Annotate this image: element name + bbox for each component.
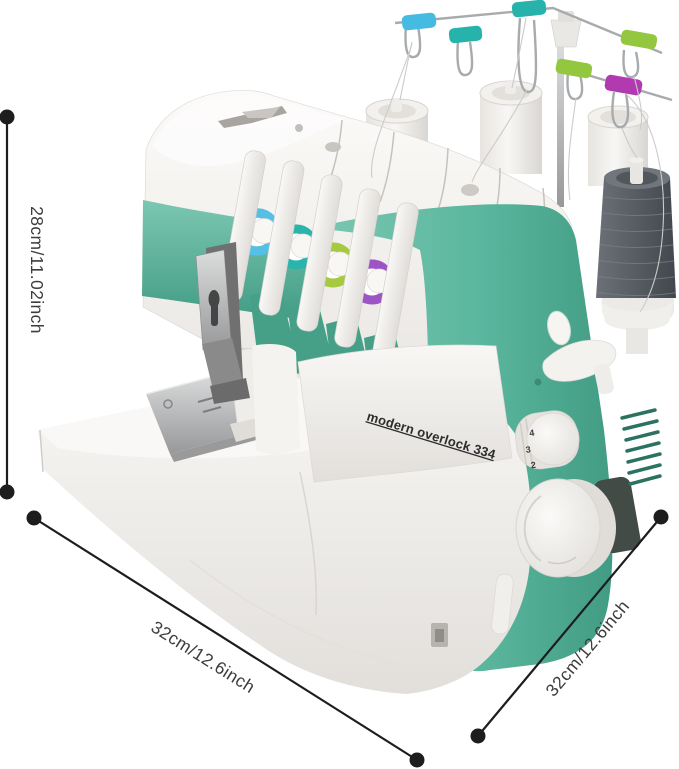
dimension-endpoint-dot <box>470 728 486 744</box>
vent-grille <box>620 408 662 486</box>
dimension-endpoint-dot <box>409 752 425 768</box>
looper-release-lever[interactable] <box>542 339 617 395</box>
dimension-endpoint-dot <box>26 510 42 526</box>
dimension-height: 28cm/11.02inch <box>0 109 47 500</box>
spool-middle <box>479 80 543 174</box>
handwheel[interactable] <box>515 478 616 578</box>
telescopic-pole <box>550 11 582 207</box>
stitch-dial-number-2: 2 <box>530 460 536 471</box>
power-connector <box>431 623 448 647</box>
dimension-endpoint-dot <box>653 509 669 525</box>
threads <box>370 17 665 313</box>
stitch-length-dial[interactable]: 4 3 2 <box>512 408 582 472</box>
thread-clip-green-1 <box>620 29 658 50</box>
front-cover-panel: modern overlock 334 <box>297 344 513 483</box>
thread-guide-hole <box>547 310 571 346</box>
stitch-finger-lever[interactable] <box>491 573 514 635</box>
spool-pin-hole-left <box>325 142 341 152</box>
dimension-endpoint-dot <box>0 484 15 500</box>
height-dimension-label: 28cm/11.02inch <box>27 206 47 334</box>
stitch-dial-number-3: 3 <box>525 444 531 455</box>
spool-pin-hole-right <box>461 184 479 196</box>
spool-holder-cup <box>600 298 674 331</box>
stitch-dial-number-4: 4 <box>529 428 535 439</box>
thread-cone <box>596 157 676 298</box>
thread-clip-green-2 <box>555 58 593 79</box>
dimension-endpoint-dot <box>0 109 15 125</box>
thread-stand <box>394 0 673 129</box>
thread-clip-cyan <box>401 12 437 31</box>
thread-clip-teal-1 <box>448 25 483 44</box>
thread-spools <box>365 11 649 207</box>
top-screw-hole <box>295 124 303 132</box>
top-surface-highlight <box>152 94 344 167</box>
thread-clip-teal-2 <box>511 0 547 18</box>
thread-cone-assembly <box>596 157 676 354</box>
thread-clip-magenta <box>604 74 643 96</box>
tension-release-lever[interactable] <box>195 242 250 404</box>
